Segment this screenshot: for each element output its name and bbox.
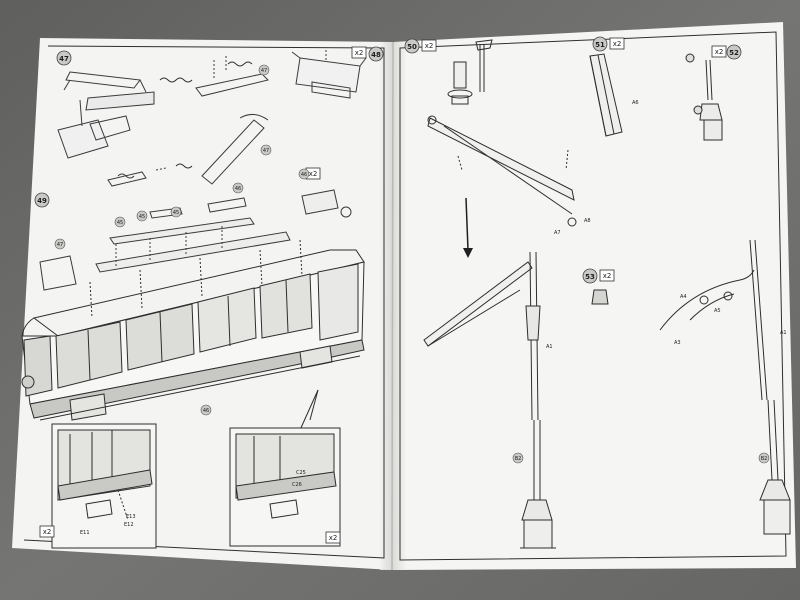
callout-badge — [232, 182, 244, 194]
part-label: B2 — [761, 456, 768, 462]
part-label: C25 — [296, 470, 306, 476]
callout-number: 45 — [173, 210, 179, 216]
callout-badge — [114, 216, 126, 228]
multiplier-label: x2 — [613, 40, 622, 48]
step-47-diagram — [57, 56, 269, 187]
multiplier-box — [609, 37, 625, 50]
right-page-frame — [399, 31, 787, 561]
part-label: A4 — [680, 294, 687, 300]
step-49-subassembly — [39, 189, 352, 291]
step-51-diagram — [589, 53, 623, 137]
multiplier-box — [599, 269, 615, 282]
step-50-badge — [404, 38, 420, 54]
callout-number: 45 — [139, 214, 145, 220]
callout-number: 46 — [301, 172, 307, 178]
callout-badge — [260, 144, 272, 156]
multiplier-box — [325, 531, 341, 544]
multiplier-label: x2 — [309, 170, 318, 178]
callout-badge — [170, 206, 182, 218]
step-49-badge — [34, 192, 50, 208]
step-53-number: 53 — [585, 273, 595, 281]
callout-badge — [54, 238, 66, 250]
multiplier-label: x2 — [355, 49, 364, 57]
step-52-badge — [726, 44, 742, 60]
callout-number: 47 — [263, 148, 269, 154]
step-48-diagram — [291, 50, 367, 99]
step-51-badge — [592, 36, 608, 52]
multiplier-box — [351, 46, 367, 59]
detail-box-1 — [51, 423, 157, 549]
right-page-labels: 50 x2 51 x2 52 x2 53 x2 B2 B2 A1 A3 A4 A… — [404, 36, 787, 464]
callout-number: 47 — [261, 68, 267, 74]
callout-badge — [136, 210, 148, 222]
left-page-frame — [23, 45, 385, 559]
part-label: A1 — [780, 330, 787, 336]
left-page-labels: 47 48 49 x2 x2 x2 x2 47 47 47 45 45 45 4… — [34, 46, 384, 544]
detail-box-2 — [229, 427, 341, 547]
callout-number: 46 — [235, 186, 241, 192]
multiplier-label: x2 — [425, 42, 434, 50]
part-label: A6 — [632, 100, 639, 106]
part-label: A7 — [554, 230, 561, 236]
callout-badge — [298, 168, 310, 180]
down-arrow — [463, 197, 473, 258]
tram-body-drawing — [21, 239, 365, 431]
part-label: A1 — [546, 344, 553, 350]
part-label: E13 — [126, 514, 136, 520]
multiplier-label: x2 — [329, 534, 338, 542]
callout-badge — [200, 404, 212, 416]
multiplier-box — [711, 45, 727, 58]
step-50-number: 50 — [407, 43, 417, 51]
step-47-number: 47 — [59, 55, 69, 63]
part-label: A3 — [674, 340, 681, 346]
part-label: A8 — [584, 218, 591, 224]
callout-badge — [258, 64, 270, 76]
step-47-badge — [56, 50, 72, 66]
step-48-badge — [368, 46, 384, 62]
step-50-diagram — [423, 39, 577, 549]
callout-number: 47 — [57, 242, 63, 248]
multiplier-label: x2 — [715, 48, 724, 56]
callout-number: 46 — [203, 408, 209, 414]
multiplier-label: x2 — [43, 528, 52, 536]
part-b2-badge — [512, 452, 524, 464]
part-label: C26 — [292, 482, 302, 488]
part-label: E11 — [80, 530, 90, 536]
callout-number: 45 — [117, 220, 123, 226]
step-52-number: 52 — [729, 49, 739, 57]
part-b2-badge — [758, 452, 770, 464]
book-spine — [391, 41, 394, 571]
step-48-number: 48 — [371, 51, 381, 59]
part-label: B2 — [515, 456, 522, 462]
step-53-diagram — [591, 239, 791, 535]
part-label: E12 — [124, 522, 134, 528]
multiplier-label: x2 — [603, 272, 612, 280]
part-label: A5 — [714, 308, 721, 314]
step-51-number: 51 — [595, 41, 605, 49]
step-53-badge — [582, 268, 598, 284]
multiplier-box — [39, 525, 55, 538]
multiplier-box — [421, 39, 437, 52]
step-52-diagram — [685, 53, 723, 141]
step-49-number: 49 — [37, 197, 47, 205]
